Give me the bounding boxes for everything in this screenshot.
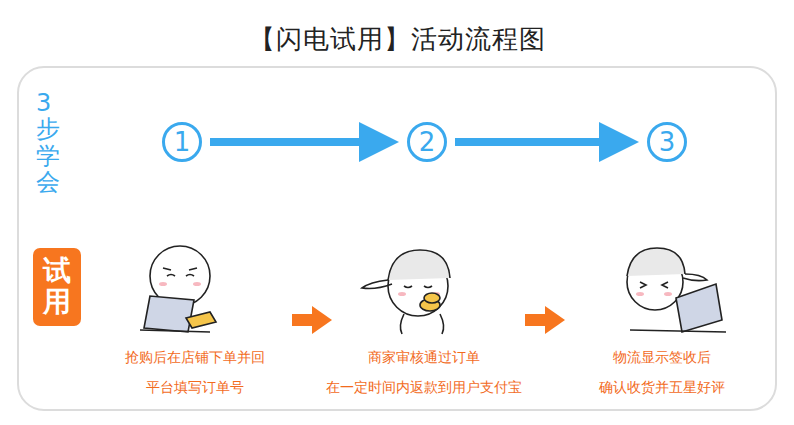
- tag-box: 试用: [33, 248, 81, 326]
- side-heading: 3步学会: [36, 90, 60, 196]
- tag-text: 试用: [43, 256, 71, 318]
- figure-shopper: [140, 246, 216, 332]
- step-text: 抢购后在店铺下单并回: [125, 349, 265, 367]
- arrow-head: [359, 122, 399, 162]
- step-text: 物流显示签收后: [613, 349, 711, 367]
- step-number: 1: [162, 122, 202, 162]
- step-text: 商家审核通过订单: [368, 349, 480, 367]
- arrow-head: [599, 122, 639, 162]
- arrow-shaft: [455, 138, 599, 146]
- flow-arrow: [210, 122, 399, 162]
- step-number: 3: [647, 122, 687, 162]
- diagram-title: 【闪电试用】活动流程图: [249, 22, 546, 57]
- flow-arrow: [455, 122, 639, 162]
- figure-merchant: [362, 250, 450, 334]
- step-arrow: [292, 306, 332, 334]
- step-number-text: 3: [659, 129, 676, 155]
- step-text: 平台填写订单号: [146, 379, 244, 397]
- step-text: 确认收货并五星好评: [599, 379, 725, 397]
- step-arrow: [525, 306, 565, 334]
- step-text: 在一定时间内返款到用户支付宝: [326, 379, 522, 397]
- step-number: 2: [407, 122, 447, 162]
- step-number-text: 1: [174, 129, 191, 155]
- step-number-text: 2: [419, 129, 436, 155]
- panel-frame: [18, 67, 776, 410]
- figure-buyer: [627, 248, 726, 332]
- arrow-shaft: [210, 138, 359, 146]
